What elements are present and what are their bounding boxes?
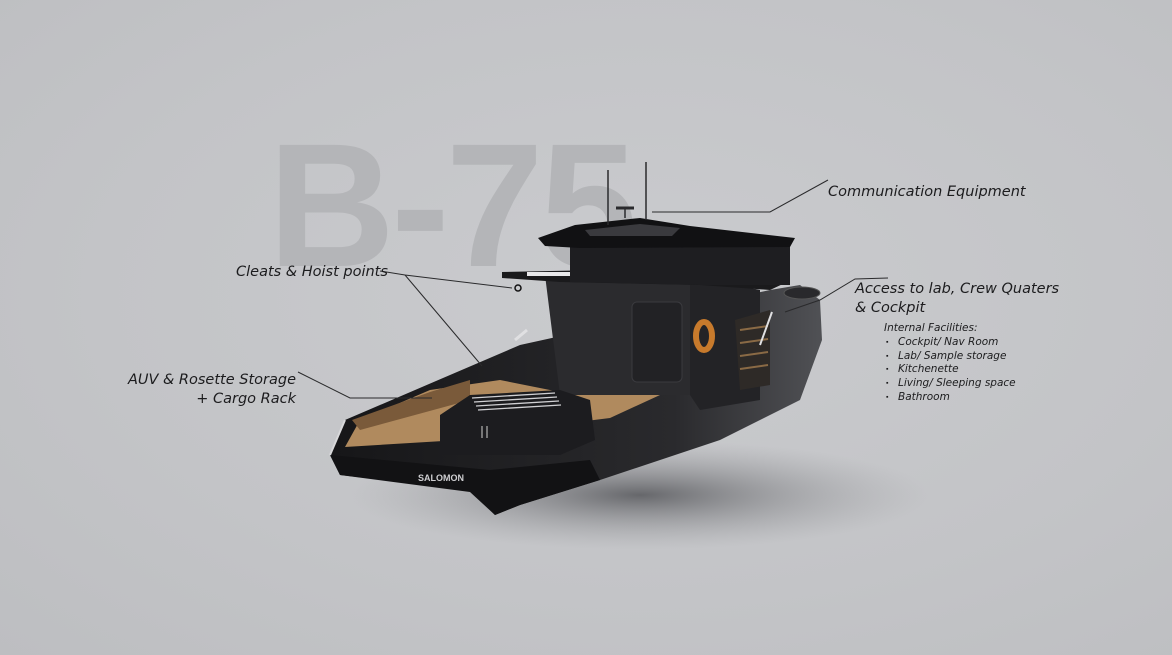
deck-side	[352, 380, 470, 430]
hoist-point	[514, 284, 522, 292]
label-auv-line2: + Cargo Rack	[196, 391, 296, 407]
internal-facilities: Internal Facilities: Cockpit/ Nav Room L…	[884, 322, 1016, 405]
label-access-line2: & Cockpit	[855, 300, 926, 316]
label-access-line1: Access to lab, Crew Quaters	[855, 281, 1060, 297]
leader-lines	[297, 179, 889, 399]
facility-item: Bathroom	[886, 391, 1016, 405]
stairs	[735, 310, 770, 390]
facilities-title: Internal Facilities:	[884, 322, 978, 334]
label-access: Access to lab, Crew Quaters & Cockpit	[855, 280, 1059, 318]
wheelhouse	[570, 245, 790, 285]
facility-item: Cockpit/ Nav Room	[886, 336, 1016, 350]
facility-item: Lab/ Sample storage	[886, 350, 1016, 364]
label-cleats-hoist-points: Cleats & Hoist points	[236, 264, 388, 280]
facility-item: Living/ Sleeping space	[886, 377, 1016, 391]
stern-transom	[330, 455, 600, 515]
lifebuoy	[693, 319, 715, 353]
cabin-door	[631, 301, 683, 383]
communication-equipment	[607, 162, 647, 225]
label-auv-line1: AUV & Rosette Storage	[127, 372, 296, 388]
facility-item: Kitchenette	[886, 363, 1016, 377]
label-communication-equipment: Communication Equipment	[828, 184, 1026, 200]
bow-rail	[783, 286, 821, 300]
hull-brand: SALOMON	[418, 473, 464, 483]
facilities-list: Cockpit/ Nav Room Lab/ Sample storage Ki…	[884, 336, 1016, 405]
label-auv-storage: AUV & Rosette Storage + Cargo Rack	[128, 371, 296, 409]
